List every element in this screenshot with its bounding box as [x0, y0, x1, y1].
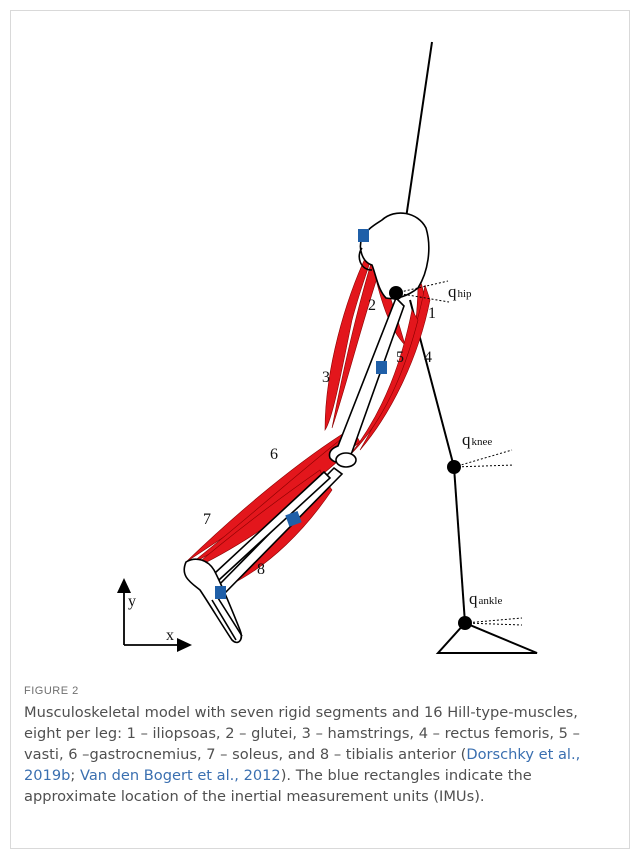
musculoskeletal-figure: 1 2 3 4 5 6 7 8 qhip qknee qankle y x: [0, 0, 641, 680]
imu-pelvis: [358, 229, 369, 242]
muscle-number-6: 6: [270, 446, 278, 463]
reference-link-van-den-bogert[interactable]: Van den Bogert et al., 2012: [80, 767, 281, 784]
trunk-segment: [405, 42, 432, 225]
x-axis-label: x: [166, 627, 174, 644]
skeleton-leg: [184, 213, 429, 642]
imu-foot: [215, 586, 226, 599]
coordinate-axes: y x: [117, 578, 192, 652]
y-axis-label: y: [128, 593, 136, 610]
q-ankle-label: qankle: [469, 589, 502, 608]
muscle-number-7: 7: [203, 511, 211, 528]
muscle-number-1: 1: [428, 305, 436, 322]
muscle-number-4: 4: [424, 349, 432, 366]
muscle-number-5: 5: [396, 349, 404, 366]
figure-caption: Musculoskeletal model with seven rigid s…: [24, 702, 614, 807]
muscles: [186, 252, 430, 585]
q-hip-label: qhip: [448, 282, 472, 301]
figure-label: FIGURE 2: [24, 685, 79, 697]
q-knee-label: qknee: [462, 430, 492, 449]
muscle-number-8: 8: [257, 561, 265, 578]
muscle-number-2: 2: [368, 297, 376, 314]
imu-femur: [376, 361, 387, 374]
muscle-number-3: 3: [322, 369, 330, 386]
caption-separator: ;: [70, 767, 80, 784]
